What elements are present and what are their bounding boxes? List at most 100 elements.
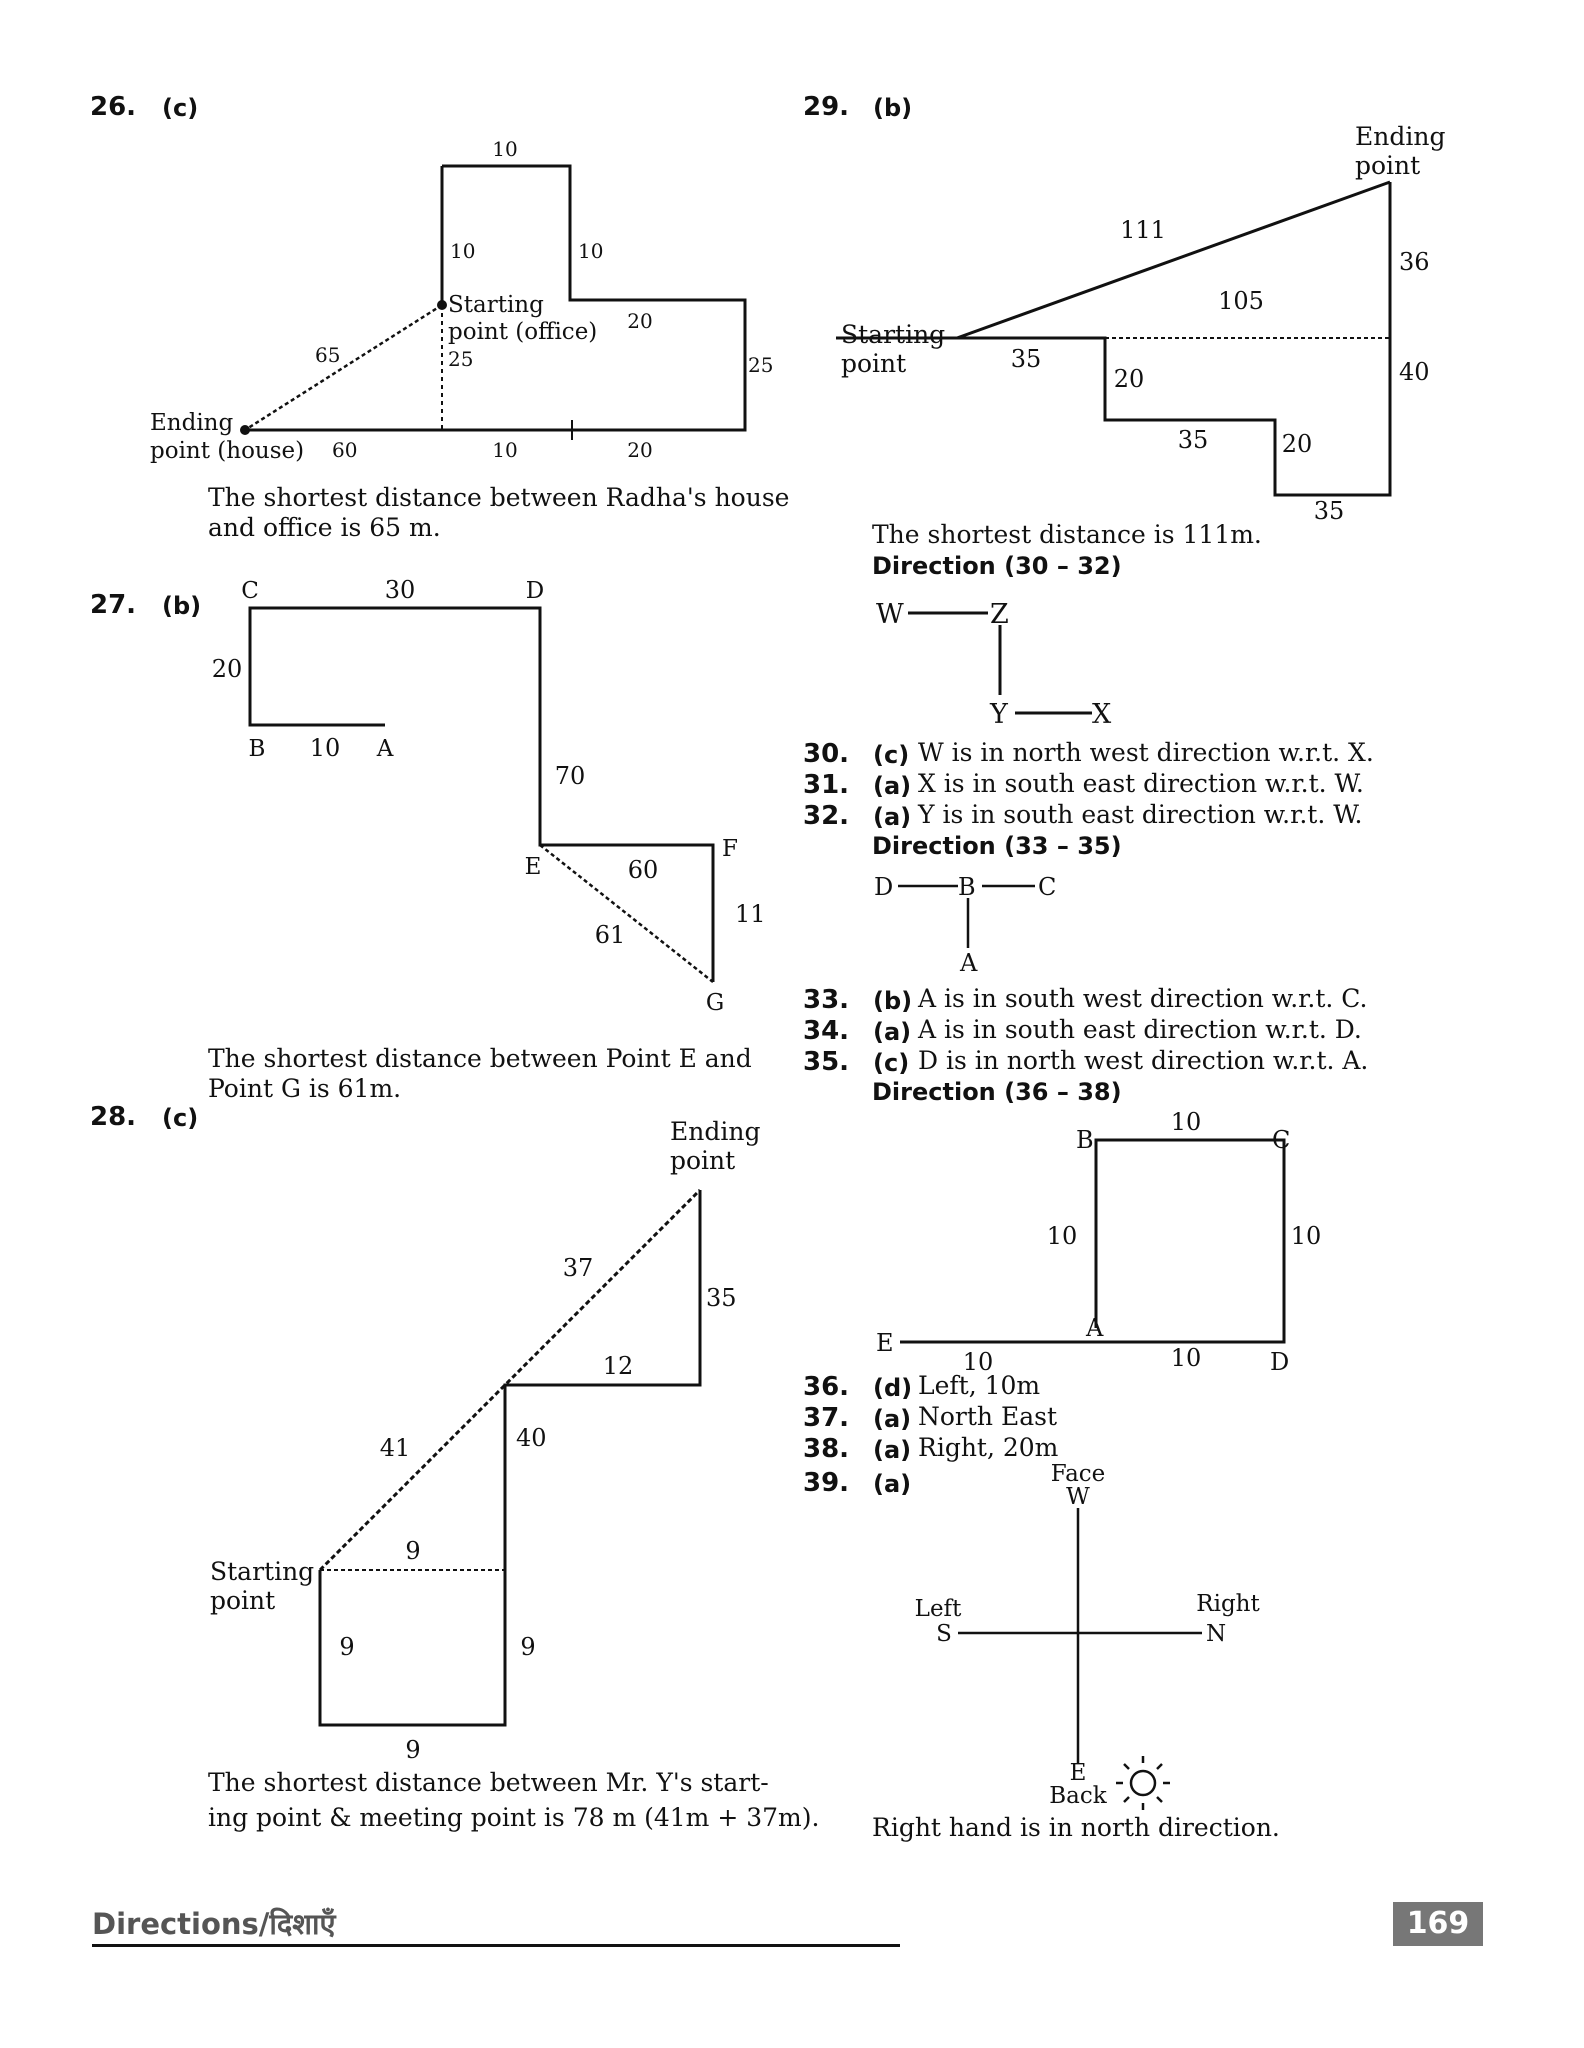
q39-right-label: Right (1196, 1591, 1260, 1617)
question-number: 38. (803, 1434, 850, 1464)
dir36-point-e: E (876, 1329, 894, 1357)
footer-divider (92, 1944, 900, 1947)
q28-label-box-bottom: 9 (405, 1736, 420, 1764)
q28-label-step: 12 (603, 1352, 634, 1380)
answer-text: Right, 20m (918, 1433, 1059, 1462)
q29-label-hyp: 111 (1120, 216, 1166, 244)
answer-text: Left, 10m (918, 1371, 1041, 1400)
dir36-point-b: B (1076, 1126, 1094, 1154)
q27-label-fg: 11 (735, 900, 766, 928)
q28-explanation-2: ing point & meeting point is 78 m (41m +… (208, 1803, 820, 1832)
q29-label-right-upper: 36 (1399, 248, 1430, 276)
q29-label-top-left: 35 (1011, 345, 1042, 373)
q26-route (245, 164, 747, 432)
answer-option: (b) (162, 592, 202, 620)
answer-option: (a) (873, 1405, 912, 1433)
q28-explanation: The shortest distance between Mr. Y's st… (208, 1768, 769, 1797)
page-number: 169 (1393, 1902, 1483, 1946)
answer-option: (d) (873, 1374, 913, 1402)
q28-label-diag-upper: 37 (563, 1254, 594, 1282)
q27-label-ba: 10 (310, 734, 341, 762)
q26-start-label: Starting (448, 292, 544, 318)
dir36-label-ad: 10 (1171, 1344, 1202, 1372)
q26-label-dashed: 25 (448, 347, 473, 371)
q39-north-label: N (1206, 1621, 1226, 1647)
dir33-diagram: D B C A (874, 873, 1056, 977)
dir36-label-ea: 10 (963, 1348, 994, 1376)
dir30-point-x: X (1092, 699, 1112, 730)
q28-label-box-right: 9 (520, 1633, 535, 1661)
question-number: 35. (803, 1047, 850, 1077)
q29-explanation: The shortest distance is 111m. (872, 520, 1262, 549)
q29-label-mid: 35 (1178, 426, 1209, 454)
q39-back-label: Back (1049, 1783, 1107, 1809)
q39-left-label: Left (915, 1596, 962, 1622)
answer-option: (a) (873, 1470, 912, 1498)
answer-option: (b) (873, 987, 913, 1015)
q26-end-label: Ending (150, 410, 233, 436)
q26-start-label-2: point (office) (448, 319, 597, 345)
q29-label-bottom: 35 (1314, 497, 1345, 525)
q28-diagram: Ending point 37 35 12 41 40 9 9 9 9 Star… (210, 1117, 760, 1764)
q26-start-dot (437, 300, 447, 310)
q29-end-label-2: point (1355, 151, 1420, 180)
answer-text: X is in south east direction w.r.t. W. (918, 769, 1364, 798)
answer-option: (a) (873, 772, 912, 800)
dir36-route (900, 1138, 1286, 1344)
answer-option: (c) (873, 741, 910, 769)
q26-explanation: The shortest distance between Radha's ho… (208, 483, 790, 512)
q27-label-de: 70 (555, 762, 586, 790)
q26-diagram: 10 10 10 20 25 65 25 60 10 20 Starting p… (150, 137, 773, 464)
question-number: 30. (803, 739, 850, 769)
answer-option: (c) (162, 94, 199, 122)
q28-start-label-2: point (210, 1586, 275, 1615)
answer-text: A is in south east direction w.r.t. D. (918, 1015, 1362, 1044)
q28-route (318, 1190, 702, 1727)
direction-heading: Direction (30 – 32) (872, 552, 1122, 580)
q27-route (248, 606, 715, 982)
q27-point-b: B (249, 736, 266, 762)
q27-label-cb: 20 (212, 655, 243, 683)
q26-shortest-path (244, 303, 443, 432)
q26-label-bottom-left: 60 (332, 438, 357, 462)
q26-label-step: 20 (627, 309, 652, 333)
q26-label-right: 25 (748, 353, 773, 377)
dir36-label-bc: 10 (1171, 1108, 1202, 1136)
q29-label-dashed: 105 (1218, 287, 1264, 315)
answer-option: (c) (162, 1104, 199, 1132)
q39-explanation: Right hand is in north direction. (872, 1813, 1280, 1842)
q29-label-step-1: 20 (1114, 365, 1145, 393)
q27-explanation: The shortest distance between Point E an… (208, 1044, 752, 1073)
dir36-point-a: A (1085, 1314, 1104, 1342)
q27-label-ef: 60 (628, 856, 659, 884)
dir30-point-z: Z (990, 599, 1009, 630)
answer-text: W is in north west direction w.r.t. X. (918, 738, 1374, 767)
q39-diagram: Face W Left S Right N E Back (915, 1461, 1260, 1810)
q28-label-dashed: 9 (405, 1537, 420, 1565)
q27-label-cd: 30 (385, 576, 416, 604)
q26-label-top: 10 (492, 137, 517, 161)
q28-end-label: Ending (670, 1117, 760, 1146)
answer-option: (b) (873, 94, 913, 122)
question-number: 33. (803, 985, 850, 1015)
question-number: 26. (90, 92, 137, 122)
q27-point-g: G (706, 990, 724, 1016)
q29-label-right-lower: 40 (1399, 358, 1430, 386)
footer-title: Directions/दिशाएँ (92, 1907, 336, 1941)
sun-icon (1116, 1756, 1170, 1810)
question-number: 32. (803, 801, 850, 831)
answer-option: (c) (873, 1049, 910, 1077)
dir36-point-d: D (1270, 1348, 1289, 1376)
dir36-label-ba: 10 (1047, 1222, 1078, 1250)
question-number: 29. (803, 92, 850, 122)
q28-label-diag-lower: 41 (380, 1434, 411, 1462)
q29-label-step-2: 20 (1282, 430, 1313, 458)
question-number: 31. (803, 770, 850, 800)
q26-label-right-upper: 10 (578, 239, 603, 263)
answer-option: (a) (873, 1018, 912, 1046)
q26-label-left-upper: 10 (450, 239, 475, 263)
q29-end-label: Ending (1355, 122, 1445, 151)
dir36-diagram: B C A E D 10 10 10 10 10 (876, 1108, 1321, 1376)
q29-shortest-path (956, 180, 1391, 340)
q39-south-label: S (936, 1621, 952, 1647)
